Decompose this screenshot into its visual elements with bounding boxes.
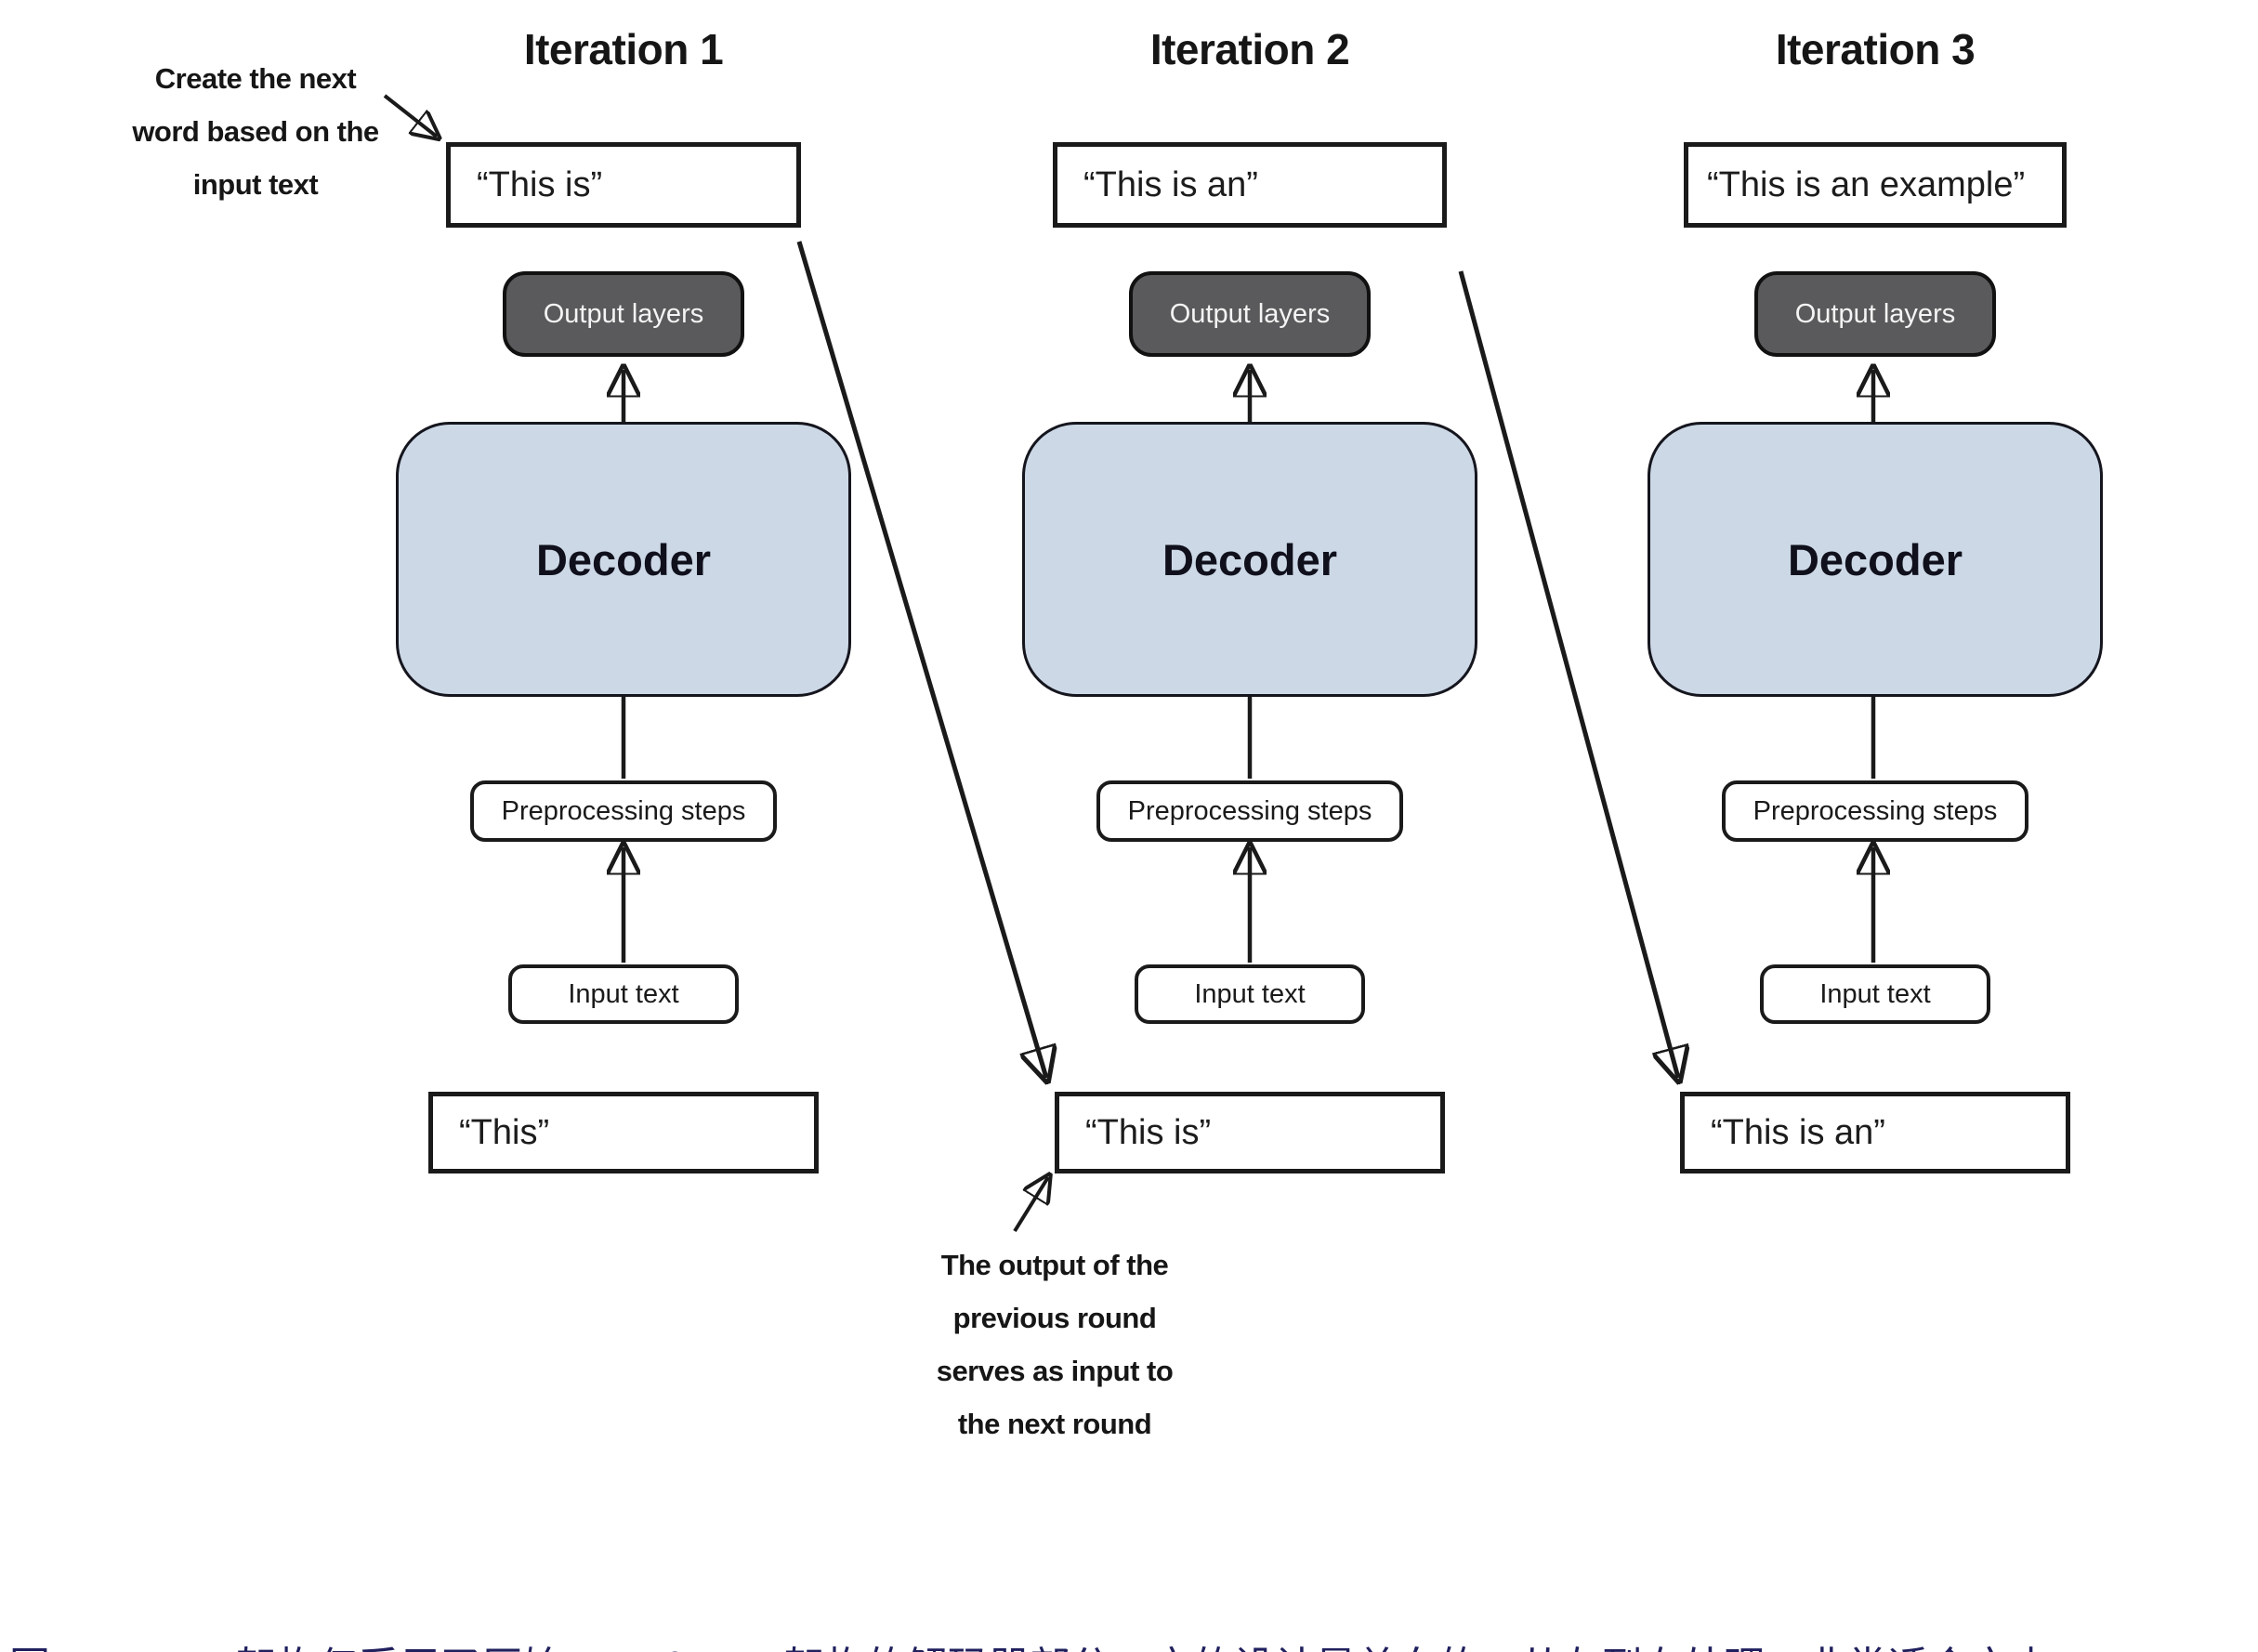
iteration-3-generated-text: “This is an example” (1707, 164, 2026, 204)
iteration-3-decoder-box: Decoder (1648, 422, 2103, 697)
decoder-label: Decoder (1162, 534, 1338, 584)
iteration-3-title: Iteration 3 (1775, 25, 1976, 73)
iteration-2-initial-text: “This is” (1085, 1112, 1212, 1152)
input-text-label: Input text (1819, 978, 1931, 1009)
iteration-1-generated-text: “This is” (477, 164, 603, 204)
decoder-label: Decoder (1787, 534, 1963, 584)
iteration-1-initial-text: “This” (459, 1112, 550, 1152)
iteration-2-generated-text: “This is an” (1083, 164, 1258, 204)
iteration-1-decoder-box: Decoder (396, 422, 851, 697)
preprocessing-label: Preprocessing steps (501, 795, 746, 826)
annotation-line: The output of the (940, 1249, 1169, 1281)
preprocessing-label: Preprocessing steps (1127, 795, 1372, 826)
iteration-3-input-text-box: Input text (1760, 964, 1990, 1024)
iteration-2-initial-text-box: “This is” (1055, 1092, 1445, 1173)
annotation-line: the next round (957, 1408, 1152, 1440)
iteration-3-preprocessing-box: Preprocessing steps (1722, 780, 2028, 842)
iteration-2-decoder-box: Decoder (1022, 422, 1477, 697)
iteration-1-preprocessing-box: Preprocessing steps (470, 780, 777, 842)
preprocessing-label: Preprocessing steps (1753, 795, 1998, 826)
iteration-1-column: Iteration 1 “This is” Output layers Deco… (391, 0, 856, 1226)
iteration-3-generated-text-box: “This is an example” (1684, 142, 2067, 228)
annotation-line: word based on the (132, 115, 379, 148)
iteration-2-column: Iteration 2 “This is an” Output layers D… (1017, 0, 1482, 1226)
figure-caption: 图 1.8 GPT 架构仅采用了原始Transformer架构的解码器部分。它的… (9, 1533, 2253, 1652)
output-layers-label: Output layers (1794, 298, 1956, 329)
iteration-2-generated-text-box: “This is an” (1053, 142, 1447, 228)
iteration-3-output-layers-box: Output layers (1754, 271, 1996, 357)
iteration-3-initial-text: “This is an” (1711, 1112, 1885, 1152)
iteration-1-input-text-box: Input text (508, 964, 739, 1024)
iteration-3-initial-text-box: “This is an” (1680, 1092, 2070, 1173)
iteration-1-generated-text-box: “This is” (446, 142, 801, 228)
output-layers-label: Output layers (543, 298, 704, 329)
figure-caption-line-1: 图 1.8 GPT 架构仅采用了原始Transformer架构的解码器部分。它的… (9, 1641, 2253, 1652)
input-text-label: Input text (1194, 978, 1306, 1009)
decoder-label: Decoder (535, 534, 712, 584)
iteration-2-preprocessing-box: Preprocessing steps (1096, 780, 1403, 842)
input-text-label: Input text (568, 978, 679, 1009)
annotation-line: input text (192, 168, 319, 201)
iteration-1-output-layers-box: Output layers (503, 271, 744, 357)
iteration-3-column: Iteration 3 “This is an example” Output … (1643, 0, 2107, 1226)
iteration-1-title: Iteration 1 (523, 25, 724, 73)
iteration-2-input-text-box: Input text (1135, 964, 1365, 1024)
iteration-2-output-layers-box: Output layers (1129, 271, 1371, 357)
annotation-line: serves as input to (936, 1355, 1174, 1387)
annotation-line: previous round (952, 1302, 1157, 1334)
annotation-create-next-word: Create the next word based on the input … (70, 52, 441, 211)
annotation-line: Create the next (154, 62, 357, 95)
output-layers-label: Output layers (1169, 298, 1331, 329)
annotation-output-feeds-next: The output of the previous round serves … (822, 1239, 1287, 1450)
iteration-1-initial-text-box: “This” (428, 1092, 819, 1173)
iteration-2-title: Iteration 2 (1149, 25, 1350, 73)
